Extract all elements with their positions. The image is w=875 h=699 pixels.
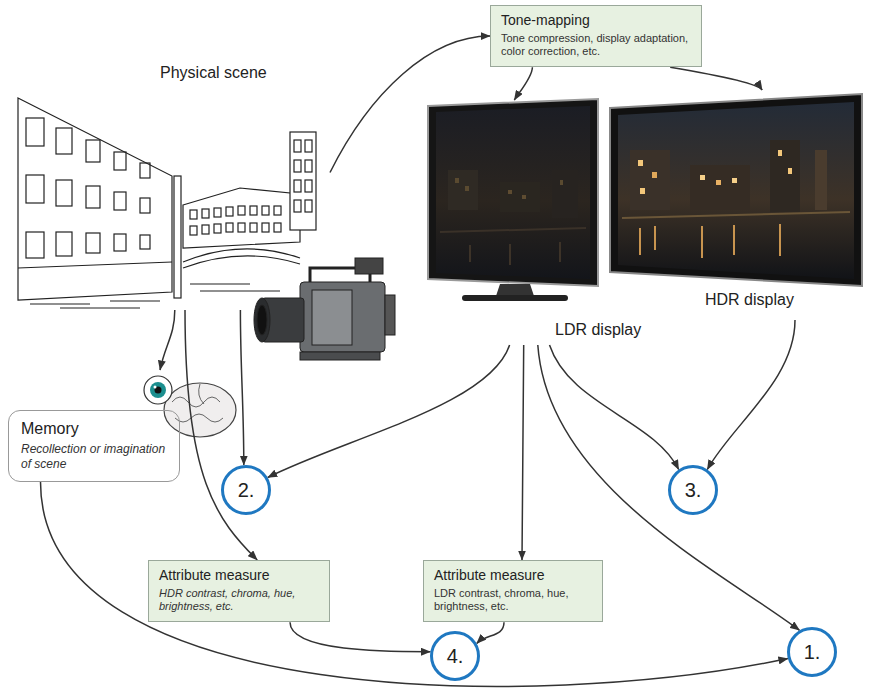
- hdr-display: HDR display: [605, 90, 867, 320]
- hdr-monitor: [610, 94, 862, 286]
- node-body: HDR contrast, chroma, hue, brightness, e…: [159, 587, 319, 613]
- connector-arrow: [330, 36, 490, 172]
- node-body: Tone compression, display adaptation, co…: [501, 32, 691, 58]
- memory-outline: MemoryRecollection or imagination of sce…: [8, 410, 180, 482]
- connector-arrow: [41, 482, 788, 686]
- node-title: Attribute measure: [159, 567, 319, 584]
- callout-circle: 2.: [221, 465, 271, 515]
- node-title: HDR display: [705, 290, 794, 309]
- connector-arrow: [160, 310, 175, 370]
- connector-arrow: [514, 67, 532, 100]
- attribute-box: Attribute measureHDR contrast, chroma, h…: [148, 560, 330, 622]
- node-title: Memory: [21, 419, 167, 438]
- connector-arrow: [670, 67, 762, 90]
- camera-illustration: [254, 258, 395, 360]
- connector-arrow: [477, 622, 504, 643]
- node-title: Attribute measure: [434, 567, 592, 584]
- node-title: 4.: [447, 644, 464, 668]
- node-title: 3.: [685, 478, 702, 502]
- connector-arrow: [290, 622, 430, 652]
- connector-arrow: [268, 345, 510, 478]
- node-title: Physical scene: [160, 63, 267, 82]
- memory-box: MemoryRecollection or imagination of sce…: [8, 370, 240, 482]
- connector-arrow: [550, 345, 679, 470]
- process-box: Tone-mappingTone compression, display ad…: [490, 5, 702, 67]
- ldr-display: LDR display: [425, 100, 660, 345]
- ldr-monitor: [428, 99, 598, 301]
- node-title: Tone-mapping: [501, 12, 691, 29]
- node-body: Recollection or imagination of scene: [21, 442, 167, 471]
- connector-arrow: [707, 320, 795, 470]
- callout-circle: 3.: [668, 465, 718, 515]
- node-title: LDR display: [555, 320, 641, 339]
- node-title: 1.: [804, 640, 821, 664]
- attribute-box: Attribute measureLDR contrast, chroma, h…: [423, 560, 603, 622]
- node-title: 2.: [238, 478, 255, 502]
- connector-arrow: [240, 310, 243, 465]
- scene-illustration: Physical scene: [10, 60, 330, 310]
- callout-circle: 4.: [430, 631, 480, 681]
- scene-sketch: [18, 98, 316, 308]
- connector-arrow: [185, 310, 257, 560]
- callout-circle: 1.: [787, 627, 837, 677]
- node-body: LDR contrast, chroma, hue, brightness, e…: [434, 587, 592, 613]
- connector-arrow: [522, 345, 524, 560]
